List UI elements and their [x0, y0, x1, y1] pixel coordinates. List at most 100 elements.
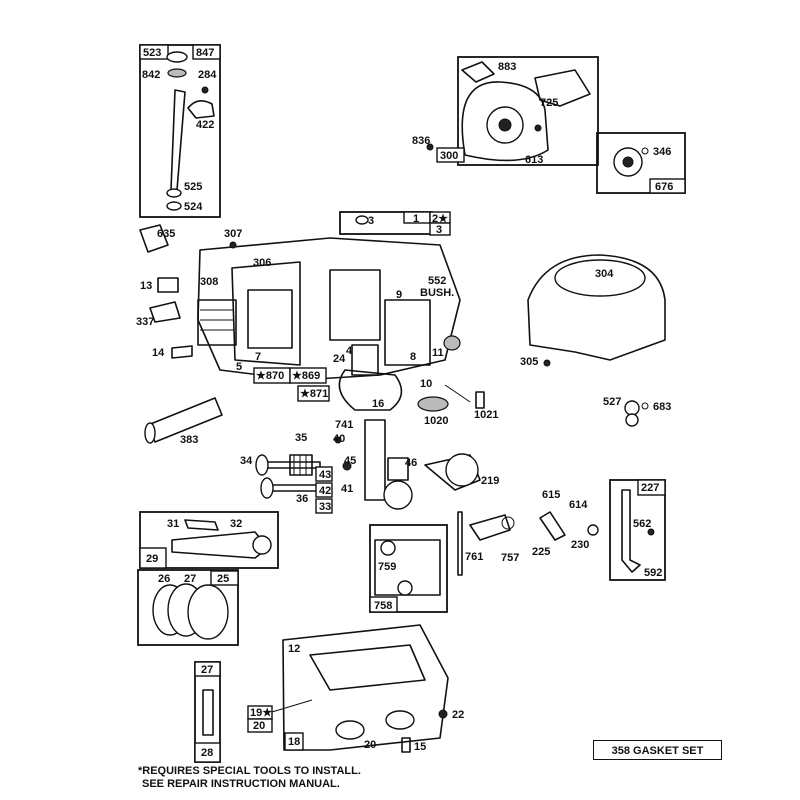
- label-306: 306: [253, 257, 271, 269]
- footnote-line-1: *REQUIRES SPECIAL TOOLS TO INSTALL.: [138, 765, 361, 777]
- valve-group: [255, 436, 352, 514]
- label-614: 614: [569, 499, 588, 511]
- label-24: 24: [333, 353, 346, 365]
- label-562: 562: [633, 518, 651, 530]
- label-27a: 27: [184, 573, 196, 585]
- label-26: 26: [158, 573, 170, 585]
- label-615: 615: [542, 489, 560, 501]
- piston-group: [137, 569, 239, 646]
- connecting-rod-group: [139, 511, 279, 569]
- label-5: 5: [236, 361, 242, 373]
- label-883: 883: [498, 61, 516, 73]
- label-284: 284: [198, 69, 217, 81]
- label-592: 592: [644, 567, 662, 579]
- label-761: 761: [465, 551, 483, 563]
- label-25: 25: [217, 573, 229, 585]
- label-842: 842: [142, 69, 160, 81]
- gasket-set-label: 358 GASKET SET: [593, 740, 722, 760]
- label-525: 525: [184, 181, 202, 193]
- sump-group: [247, 624, 449, 753]
- label-13: 13: [140, 280, 152, 292]
- label-741: 741: [335, 419, 353, 431]
- label-225: 225: [532, 546, 550, 558]
- label-305: 305: [520, 356, 538, 368]
- label-10: 10: [420, 378, 432, 390]
- label-9: 9: [396, 289, 402, 301]
- label-41: 41: [341, 483, 353, 495]
- label-3a: 3: [368, 215, 374, 227]
- label-45: 45: [344, 455, 356, 467]
- label-15: 15: [414, 741, 426, 753]
- label-28: 28: [201, 747, 213, 759]
- dipstick-group: [139, 44, 221, 218]
- label-337: 337: [136, 316, 154, 328]
- label-16: 16: [372, 398, 384, 410]
- label-20a: 20: [253, 720, 265, 732]
- part-labels: 523 847 842 284 422 525 524 883 725 836 …: [136, 47, 673, 759]
- label-304: 304: [595, 268, 614, 280]
- label-219: 219: [481, 475, 499, 487]
- label-871: ★871: [300, 388, 328, 400]
- label-31: 31: [167, 518, 179, 530]
- label-27b: 27: [201, 664, 213, 676]
- blower-housing-group: [426, 56, 686, 194]
- label-1020: 1020: [424, 415, 448, 427]
- label-2-star: 2★: [432, 213, 448, 225]
- label-847: 847: [196, 47, 214, 59]
- label-552: 552: [428, 275, 446, 287]
- label-527: 527: [603, 396, 621, 408]
- label-1021: 1021: [474, 409, 498, 421]
- label-346: 346: [653, 146, 671, 158]
- label-227: 227: [641, 482, 659, 494]
- label-18: 18: [288, 736, 300, 748]
- label-8: 8: [410, 351, 416, 363]
- label-29: 29: [146, 553, 158, 565]
- label-43: 43: [319, 469, 331, 481]
- label-35: 35: [295, 432, 307, 444]
- label-759: 759: [378, 561, 396, 573]
- label-524: 524: [184, 201, 203, 213]
- label-42: 42: [319, 485, 331, 497]
- label-757: 757: [501, 552, 519, 564]
- label-635: 635: [157, 228, 175, 240]
- label-34: 34: [240, 455, 253, 467]
- control-bracket-group: [609, 479, 666, 581]
- label-300: 300: [440, 150, 458, 162]
- label-422: 422: [196, 119, 214, 131]
- muffler-group: [144, 397, 223, 444]
- label-308: 308: [200, 276, 218, 288]
- label-36: 36: [296, 493, 308, 505]
- label-1: 1: [413, 213, 419, 225]
- label-523: 523: [143, 47, 161, 59]
- label-46: 46: [405, 457, 417, 469]
- label-870: ★870: [256, 370, 284, 382]
- label-383: 383: [180, 434, 198, 446]
- label-14: 14: [152, 347, 165, 359]
- label-bush: BUSH.: [420, 287, 454, 299]
- footnote-line-2: SEE REPAIR INSTRUCTION MANUAL.: [142, 778, 340, 790]
- label-683: 683: [653, 401, 671, 413]
- label-836: 836: [412, 135, 430, 147]
- footnote: *REQUIRES SPECIAL TOOLS TO INSTALL. SEE …: [138, 765, 361, 791]
- label-613: 613: [525, 154, 543, 166]
- label-11: 11: [432, 347, 444, 359]
- label-7: 7: [255, 351, 261, 363]
- label-4: 4: [346, 345, 353, 357]
- label-33: 33: [319, 501, 331, 513]
- label-725: 725: [540, 97, 558, 109]
- shroud-group: [527, 254, 666, 427]
- cylinder-assembly: [139, 211, 461, 402]
- label-869: ★869: [292, 370, 320, 382]
- label-20b: 20: [364, 739, 376, 751]
- tube-group: [194, 661, 221, 763]
- label-758: 758: [374, 600, 392, 612]
- crankshaft-group: [338, 344, 485, 510]
- label-307: 307: [224, 228, 242, 240]
- label-676: 676: [655, 181, 673, 193]
- label-22: 22: [452, 709, 464, 721]
- label-12: 12: [288, 643, 300, 655]
- label-40: 40: [333, 433, 345, 445]
- label-230: 230: [571, 539, 589, 551]
- governor-group: [369, 511, 599, 613]
